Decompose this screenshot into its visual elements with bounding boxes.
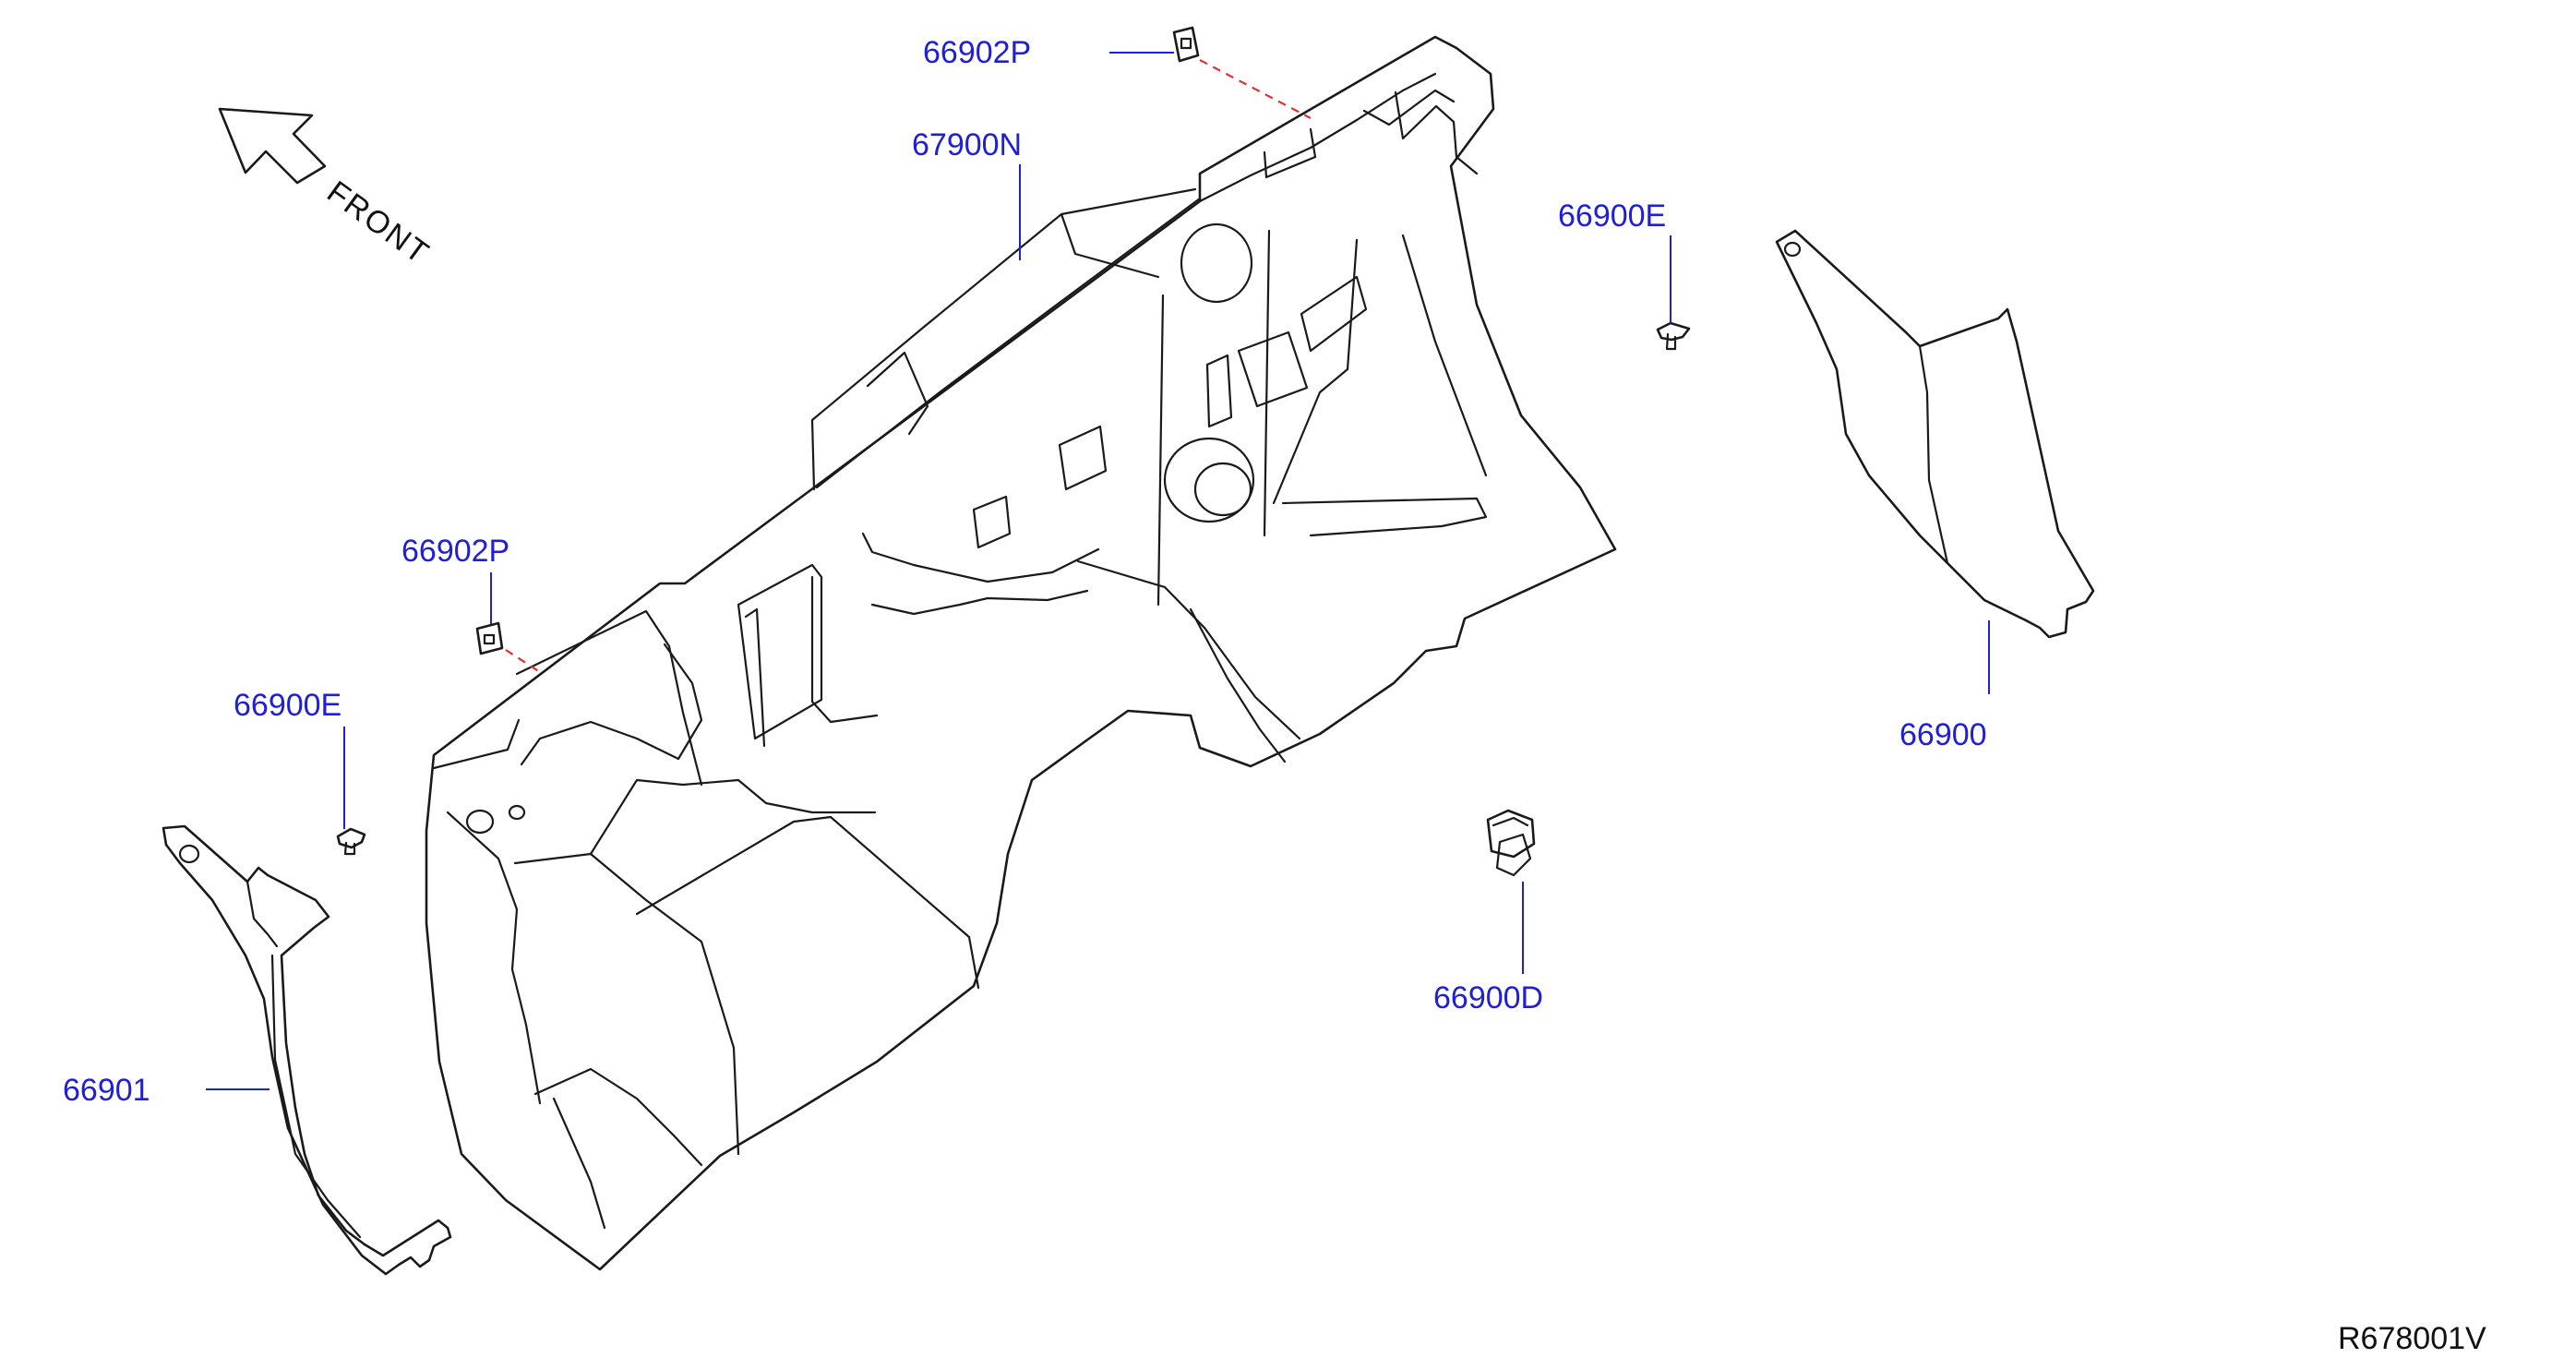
connector-clip-left [505, 649, 541, 673]
reference-code: R678001V [2338, 1321, 2486, 1356]
grommet [1486, 809, 1536, 877]
front-label: FRONT [320, 174, 436, 271]
callout-66902p-top: 66902P [923, 35, 1031, 70]
trim-left [162, 824, 452, 1276]
connector-clip-top [1199, 59, 1312, 119]
trim-right [1775, 229, 2095, 639]
pin-right [1656, 321, 1691, 351]
arrow-up-left-icon [218, 107, 327, 185]
callout-66900e-left: 66900E [234, 688, 341, 723]
callout-66902p-left: 66902P [401, 534, 509, 569]
callout-66900d: 66900D [1433, 980, 1543, 1015]
pin-left [336, 827, 366, 856]
dash-insulator [425, 35, 1617, 1271]
clip-top [1172, 26, 1200, 63]
callout-67900n: 67900N [912, 127, 1022, 162]
callout-66900e-right: 66900E [1558, 198, 1666, 234]
front-indicator: FRONT [218, 107, 436, 271]
callout-66900: 66900 [1899, 717, 1987, 752]
callout-66901: 66901 [63, 1073, 150, 1108]
clip-left [475, 621, 504, 655]
